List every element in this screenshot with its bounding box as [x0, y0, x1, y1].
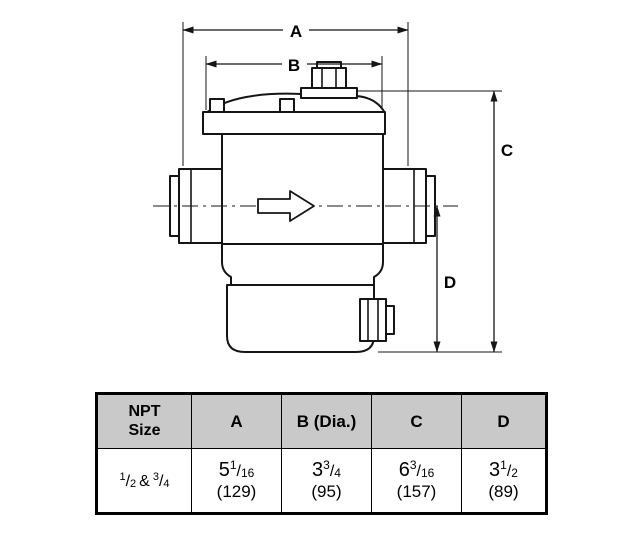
steam-trap-technical-drawing: A B C D [153, 19, 514, 353]
cell-b-mm: (95) [311, 482, 342, 502]
header-b-dia: B (Dia.) [281, 393, 372, 449]
cell-b-inches: 33/4 [312, 458, 341, 482]
cell-d: 31/2 (89) [461, 448, 547, 514]
header-a: A [191, 393, 282, 449]
table-data-row: 1/2&3/4 51/16 (129) 33/4 (95) 63/16 (157… [96, 448, 547, 514]
cell-a: 51/16 (129) [191, 448, 282, 514]
body-taper-right [373, 243, 384, 286]
cell-b: 33/4 (95) [281, 448, 372, 514]
bottom-chamber [226, 284, 375, 353]
table-header-row: NPT Size A B (Dia.) C D [96, 393, 547, 449]
dimension-a-label: A [290, 22, 302, 41]
flow-direction-arrow-icon [257, 190, 315, 222]
plug-plate [300, 87, 358, 99]
header-npt-size-label: NPT Size [128, 403, 161, 439]
dimensions-table: NPT Size A B (Dia.) C D 1/2&3/4 51/16 (1… [95, 392, 640, 515]
body-taper-left [221, 243, 232, 286]
cell-npt-size: 1/2&3/4 [96, 448, 192, 514]
drain-plug [359, 298, 387, 342]
flange-bolt [209, 98, 225, 113]
header-d: D [461, 393, 547, 449]
flange-bolt [279, 98, 295, 113]
upper-body [221, 133, 384, 245]
cover-flange [202, 111, 386, 135]
dimension-b-label: B [288, 56, 300, 75]
cell-a-inches: 51/16 [218, 458, 255, 482]
cell-c-mm: (157) [396, 482, 437, 502]
cell-d-mm: (89) [488, 482, 519, 502]
cell-c-inches: 63/16 [398, 458, 435, 482]
dimension-c-label: C [501, 141, 513, 160]
drain-plug-cap [385, 305, 395, 335]
cell-a-mm: (129) [216, 482, 257, 502]
header-c: C [371, 393, 462, 449]
dimension-annotations: A B C D [182, 19, 513, 353]
top-plug-cap [316, 61, 342, 69]
trap-body [169, 61, 436, 353]
drawing-canvas: A B C D [153, 19, 514, 353]
cell-d-inches: 31/2 [489, 458, 518, 482]
header-npt-size: NPT Size [96, 393, 192, 449]
top-plug [311, 67, 347, 89]
dimension-d-label: D [444, 273, 456, 292]
cell-c: 63/16 (157) [371, 448, 462, 514]
bonnet-cover [205, 92, 386, 114]
